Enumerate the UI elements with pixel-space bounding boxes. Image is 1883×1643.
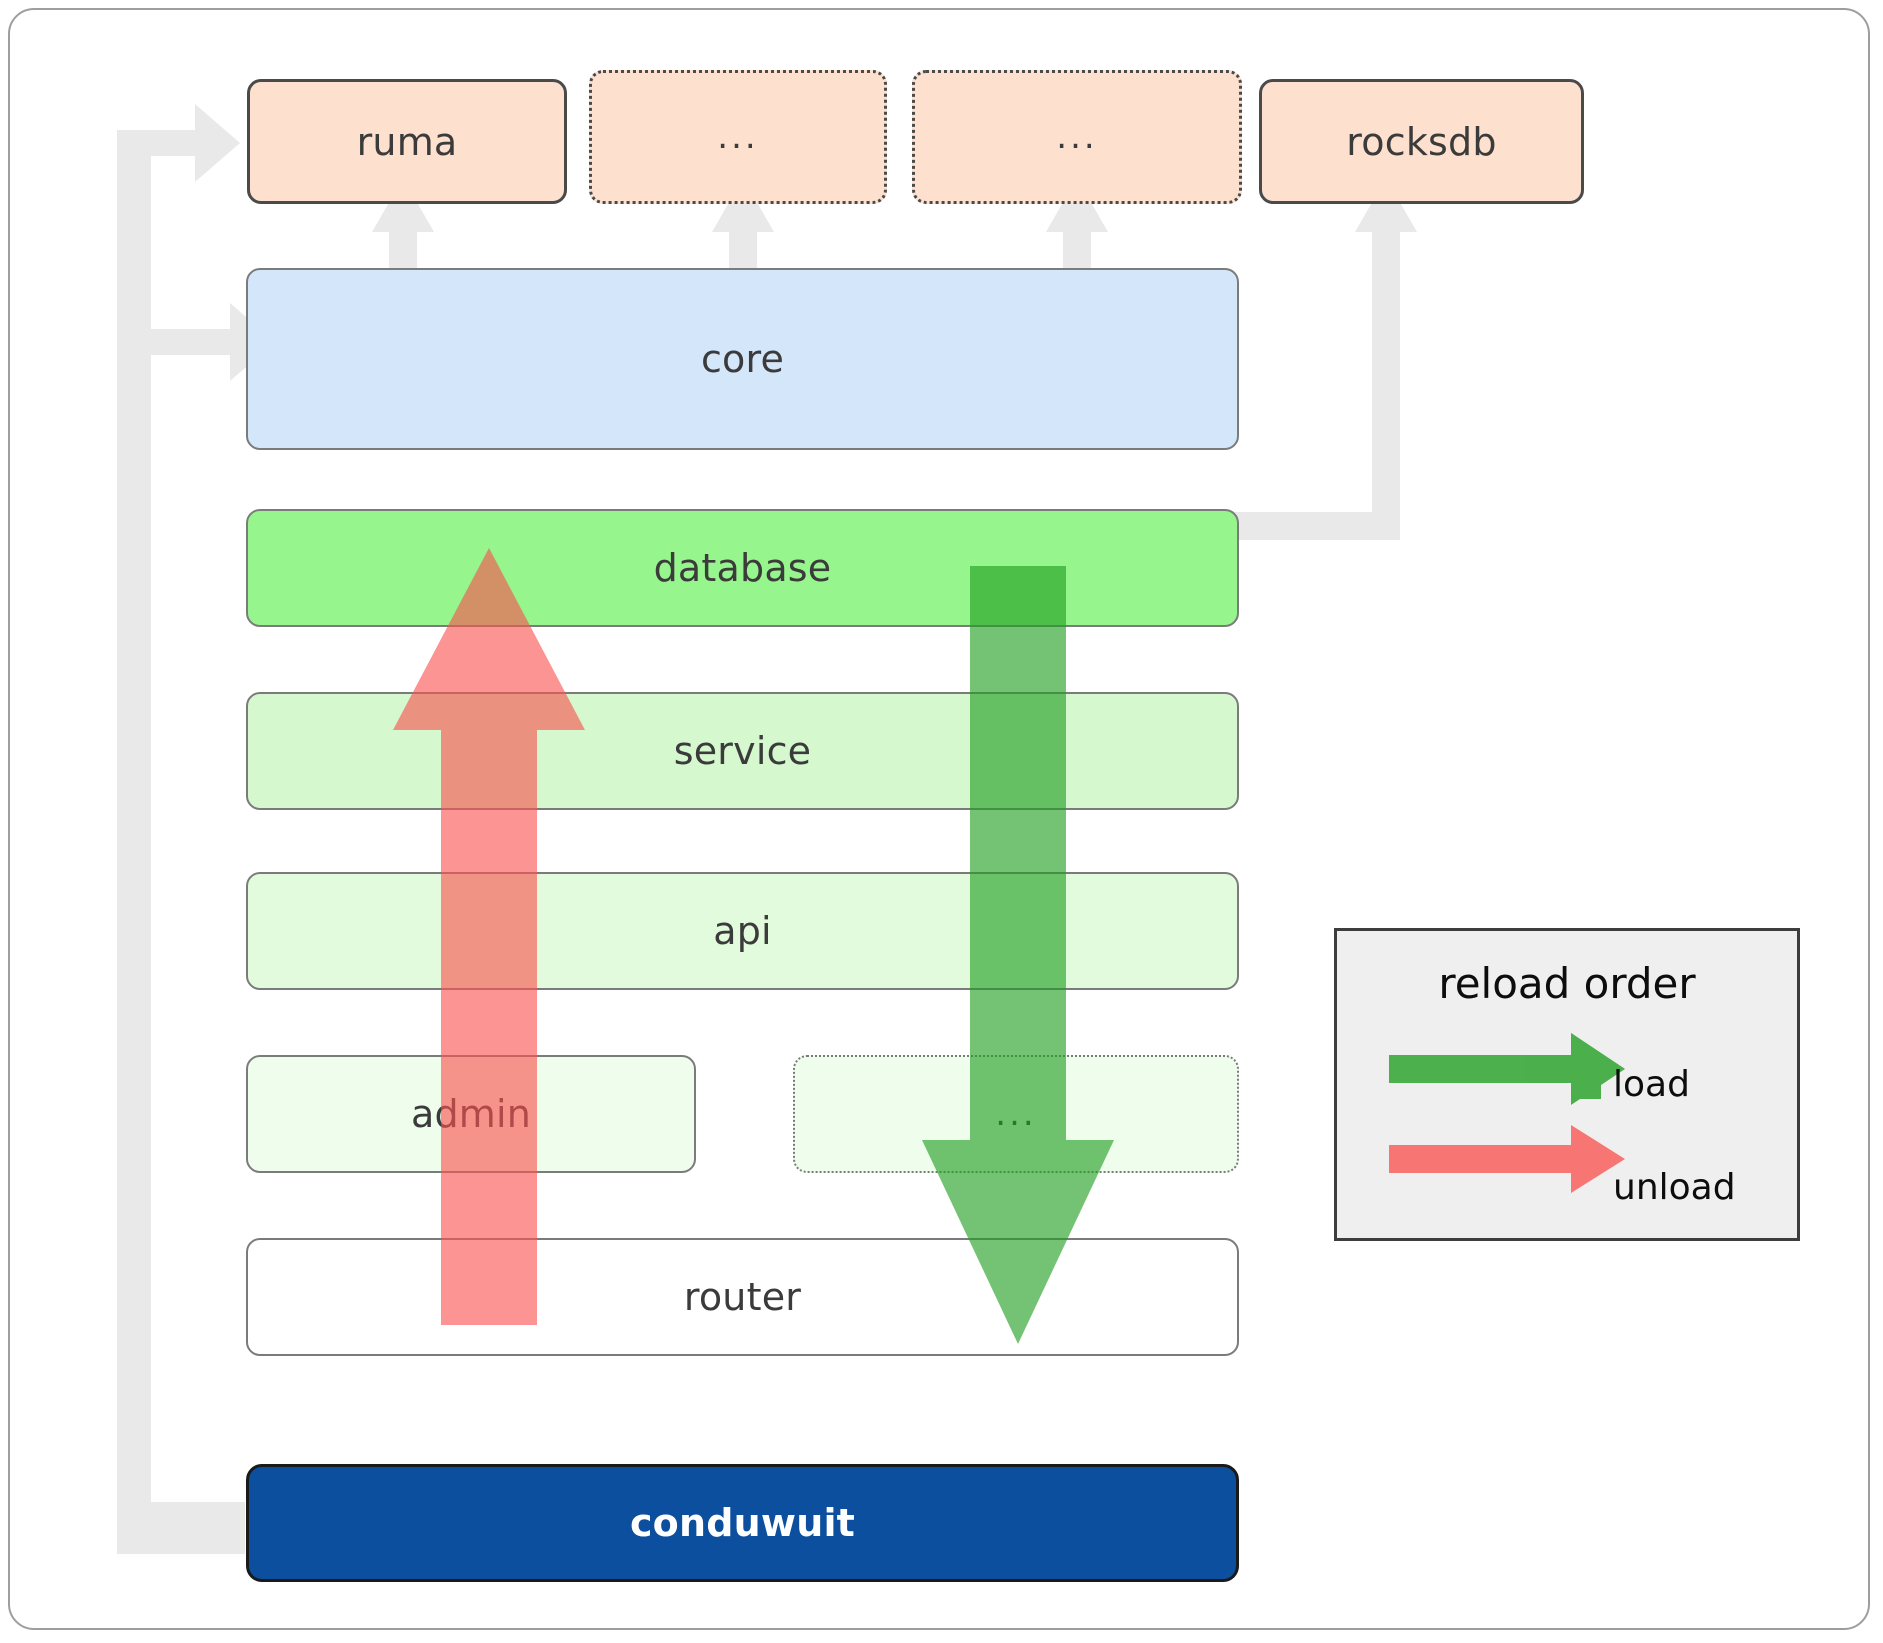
legend-arrows <box>1389 1033 1625 1193</box>
layer-label-admin: admin <box>410 1092 532 1136</box>
dependency-label-rocksdb: rocksdb <box>1346 119 1497 164</box>
dependency-box-more-2[interactable]: ... <box>912 70 1242 204</box>
legend-unload-arrow <box>1389 1125 1625 1193</box>
layer-box-more[interactable]: ... <box>793 1055 1239 1173</box>
binary-label-conduwuit: conduwuit <box>629 1501 856 1545</box>
dependency-label-more-2: ... <box>1056 117 1098 157</box>
legend-panel: reload order load unload <box>1334 928 1800 1241</box>
diagram-frame <box>8 8 1870 1630</box>
legend-load-arrow-body <box>1389 1033 1625 1105</box>
layer-box-admin[interactable]: admin <box>246 1055 696 1173</box>
layer-box-service[interactable]: service <box>246 692 1239 810</box>
binary-box-conduwuit[interactable]: conduwuit <box>246 1464 1239 1582</box>
layer-box-router[interactable]: router <box>246 1238 1239 1356</box>
legend-load-arrow <box>1389 1033 1625 1105</box>
legend-title: reload order <box>1438 959 1696 1008</box>
layer-label-service: service <box>673 729 812 773</box>
layer-label-router: router <box>683 1275 802 1319</box>
dependency-box-rocksdb[interactable]: rocksdb <box>1259 79 1584 204</box>
layer-label-api: api <box>713 909 772 953</box>
legend-label-unload: unload <box>1613 1167 1736 1208</box>
layer-label-core: core <box>700 337 785 381</box>
layer-label-more: ... <box>995 1094 1037 1134</box>
layer-box-api[interactable]: api <box>246 872 1239 990</box>
legend-unload-arrow-body <box>1389 1125 1625 1193</box>
dependency-box-more-1[interactable]: ... <box>589 70 887 204</box>
dependency-label-more-1: ... <box>717 117 759 157</box>
layer-label-database: database <box>653 546 832 590</box>
legend-label-load: load <box>1613 1064 1690 1105</box>
layer-box-core[interactable]: core <box>246 268 1239 450</box>
dependency-label-ruma: ruma <box>356 119 458 164</box>
layer-box-database[interactable]: database <box>246 509 1239 627</box>
dependency-box-ruma[interactable]: ruma <box>247 79 567 204</box>
